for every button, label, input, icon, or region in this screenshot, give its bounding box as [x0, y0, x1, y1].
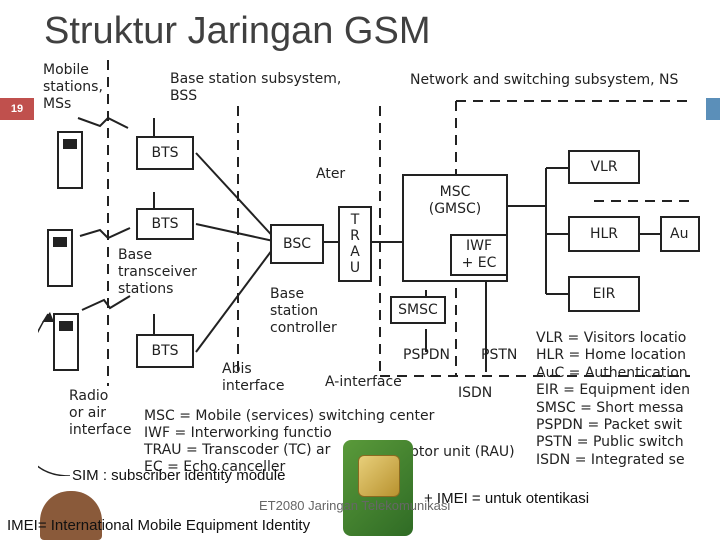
bts-box: BTS: [136, 208, 194, 240]
sim-card-image: [343, 440, 413, 536]
imei-definition: IMEI= International Mobile Equipment Ide…: [7, 517, 311, 534]
sim-chip-icon: [358, 455, 400, 497]
hlr-box: HLR: [568, 216, 640, 252]
nss-header: Network and switching subsystem, NS: [410, 72, 679, 88]
bts2-bsc-link: [195, 223, 279, 243]
mobile-station-2: [47, 229, 73, 287]
slide-title: Struktur Jaringan GSM: [44, 10, 431, 52]
ater-label: Ater: [316, 166, 346, 182]
rau-label: ptor unit (RAU): [410, 444, 515, 460]
bts-box: BTS: [136, 334, 194, 368]
bsc-box: BSC: [270, 224, 324, 264]
accent-bar: [706, 98, 720, 120]
pstn-label: PSTN: [481, 347, 518, 363]
iwf-box: IWF+ EC: [450, 234, 508, 276]
bts1-bsc-link: [195, 152, 279, 243]
vlr-box: VLR: [568, 150, 640, 184]
bts3-bsc-link: [195, 241, 279, 353]
radio-link-3: [81, 295, 131, 311]
smsc-box: SMSC: [390, 296, 446, 324]
isdn-label: ISDN: [458, 385, 493, 401]
eir-box: EIR: [568, 276, 640, 312]
pspdn-label: PSPDN: [403, 347, 451, 363]
auc-box: Au: [660, 216, 700, 252]
mobile-station-1: [57, 131, 83, 189]
bts-box: BTS: [136, 136, 194, 170]
presenter-photo: [40, 491, 102, 540]
sim-pointer-arrow: [38, 313, 71, 476]
abbreviation-list: MSC = Mobile (services) switching center…: [144, 408, 435, 475]
slide-number: 19: [0, 98, 34, 120]
imei-note: + IMEI = untuk otentikasi: [424, 490, 590, 507]
sim-caption: SIM : subscriber identity module: [72, 467, 286, 484]
radio-link-1: [77, 116, 129, 129]
a-interface-label: A-interface: [325, 374, 402, 390]
bss-header: Base station subsystem,BSS: [170, 71, 342, 104]
radio-link-2: [79, 227, 131, 240]
slide-footer: ET2080 Jaringan Telekomunikasi: [259, 498, 451, 513]
diagram-lines: [38, 60, 690, 476]
legend-list: VLR = Visitors locatio HLR = Home locati…: [536, 330, 691, 468]
